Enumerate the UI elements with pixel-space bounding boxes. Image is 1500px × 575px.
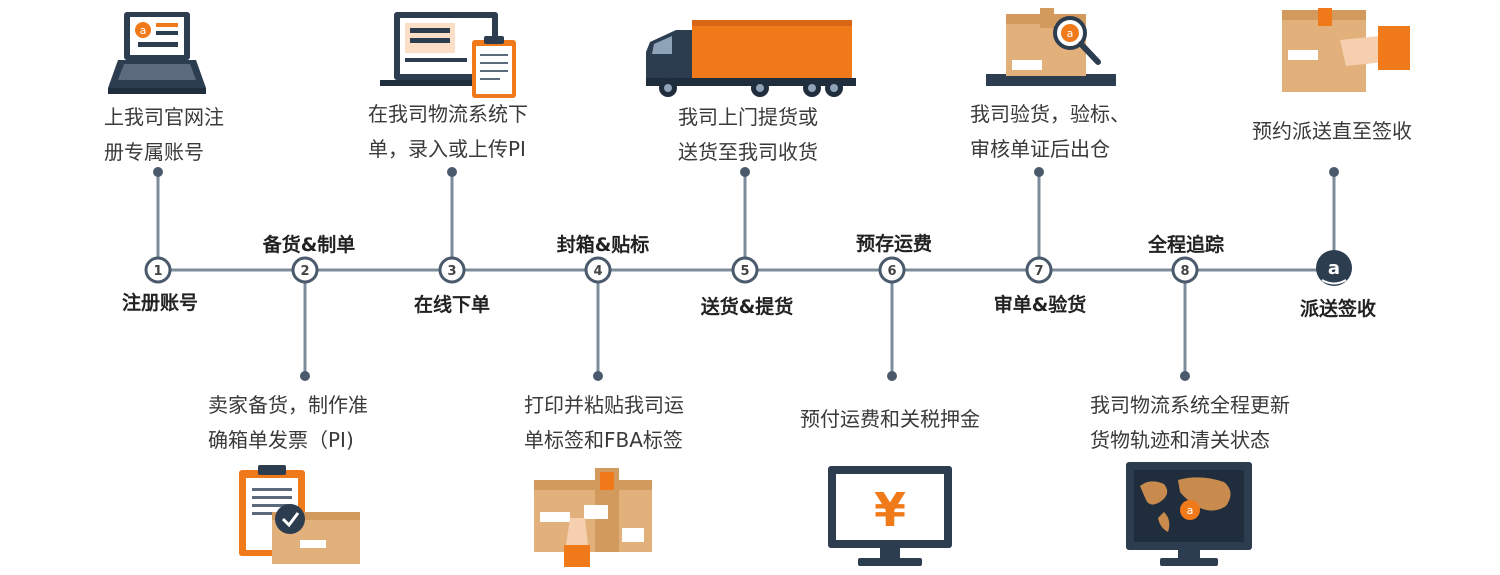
step-desc-line: 确箱单发票（PI) — [208, 428, 354, 452]
yen-monitor-icon: ¥ — [828, 466, 952, 566]
step-desc-line: 审核单证后出仓 — [970, 137, 1110, 161]
step-desc-1: 上我司官网注 册专属账号 — [104, 100, 224, 170]
step-node-4: 4 — [584, 256, 612, 284]
svg-text:a: a — [1328, 258, 1340, 279]
svg-text:¥: ¥ — [874, 483, 906, 537]
step-number: 8 — [1180, 264, 1189, 279]
step-desc-line: 预约派送直至签收 — [1252, 119, 1412, 143]
step-desc-line: 册专属账号 — [104, 140, 204, 164]
box-handover-icon — [1282, 8, 1410, 92]
step-label-1: 注册账号 — [121, 292, 199, 314]
world-map-monitor-icon: a — [1126, 462, 1252, 566]
clipboard-box-icon — [239, 465, 360, 564]
stems — [156, 172, 1336, 375]
step-desc-7: 我司验货，验标、 审核单证后出仓 — [970, 97, 1130, 167]
svg-text:a: a — [1187, 504, 1194, 517]
step-label-9: 派送签收 — [1299, 298, 1377, 320]
step-desc-2: 卖家备货，制作准 确箱单发票（PI) — [208, 388, 368, 458]
step-label-3: 在线下单 — [413, 294, 491, 316]
step-desc-line: 上我司官网注 — [104, 105, 224, 129]
step-node-7: 7 — [1025, 256, 1053, 284]
step-desc-5: 我司上门提货或 送货至我司收货 — [678, 100, 818, 170]
step-number: 7 — [1034, 264, 1043, 279]
step-label-8: 全程追踪 — [1147, 234, 1225, 256]
step-node-6: 6 — [878, 256, 906, 284]
step-number: 6 — [887, 264, 896, 279]
box-label-icon — [534, 468, 652, 567]
step-number: 5 — [740, 264, 749, 279]
step-desc-line: 单标签和FBA标签 — [524, 428, 683, 452]
step-desc-6: 预付运费和关税押金 — [800, 402, 980, 437]
laptop-icon: a — [108, 12, 206, 94]
step-desc-line: 我司验货，验标、 — [970, 102, 1130, 126]
step-node-2: 2 — [291, 256, 319, 284]
box-inspect-icon: a — [986, 8, 1116, 86]
step-label-2: 备货&制单 — [262, 234, 356, 256]
step-label-6: 预存运费 — [855, 233, 933, 255]
truck-icon — [646, 20, 856, 97]
step-label-7: 审单&验货 — [993, 294, 1087, 316]
step-desc-line: 货物轨迹和清关状态 — [1090, 428, 1270, 452]
step-desc-line: 在我司物流系统下 — [368, 102, 528, 126]
step-label-4: 封箱&贴标 — [556, 234, 650, 256]
step-node-3: 3 — [438, 256, 466, 284]
amazon-logo-icon: a — [1316, 250, 1352, 286]
step-desc-4: 打印并粘贴我司运 单标签和FBA标签 — [524, 388, 684, 458]
step-desc-line: 我司物流系统全程更新 — [1090, 393, 1290, 417]
step-desc-line: 卖家备货，制作准 — [208, 393, 368, 417]
step-number: 2 — [300, 264, 309, 279]
step-node-5: 5 — [731, 256, 759, 284]
step-desc-9: 预约派送直至签收 — [1252, 114, 1412, 149]
stem-dots — [153, 167, 1339, 381]
step-number: 4 — [593, 264, 602, 279]
step-desc-line: 我司上门提货或 — [678, 105, 818, 129]
step-label-5: 送货&提货 — [700, 296, 794, 318]
monitor-form-icon — [380, 12, 516, 98]
step-desc-line: 打印并粘贴我司运 — [524, 393, 684, 417]
step-node-1: 1 — [144, 256, 172, 284]
svg-text:a: a — [1067, 27, 1074, 40]
step-desc-line: 预付运费和关税押金 — [800, 407, 980, 431]
step-number: 1 — [153, 264, 162, 279]
step-desc-line: 单，录入或上传PI — [368, 137, 526, 161]
svg-text:a: a — [140, 24, 147, 37]
step-desc-8: 我司物流系统全程更新 货物轨迹和清关状态 — [1090, 388, 1290, 458]
step-number: 3 — [447, 264, 456, 279]
step-desc-line: 送货至我司收货 — [678, 140, 818, 164]
step-node-8: 8 — [1171, 256, 1199, 284]
step-desc-3: 在我司物流系统下 单，录入或上传PI — [368, 97, 528, 167]
